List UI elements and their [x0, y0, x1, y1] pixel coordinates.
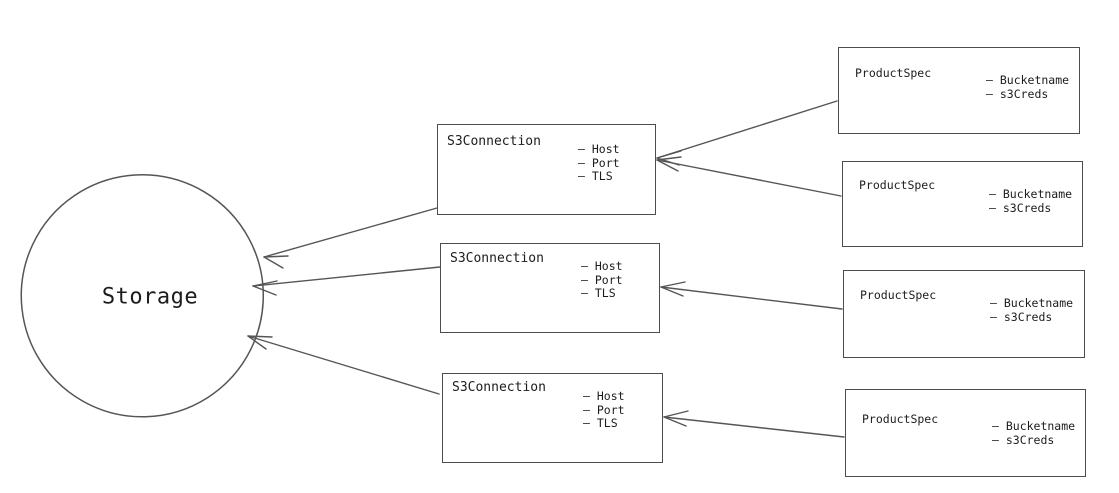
node-productspec-4-title: ProductSpec	[862, 412, 939, 426]
attribute-item: – Port	[578, 155, 620, 170]
node-productspec-3-attributes: – Bucketname – s3Creds	[990, 296, 1074, 324]
attribute-item: – s3Creds	[990, 309, 1053, 324]
edge-spec3-to-conn2	[660, 281, 843, 310]
node-s3connection-2[interactable]	[440, 243, 660, 333]
node-s3connection-2-attributes: – Host – Port – TLS	[581, 259, 623, 301]
attribute-item: – s3Creds	[986, 86, 1049, 101]
attribute-item: – Bucketname	[986, 73, 1070, 87]
node-s3connection-3[interactable]	[442, 373, 663, 463]
attribute-item: – Bucketname	[990, 296, 1074, 310]
edge-spec2-to-conn1	[656, 156, 842, 197]
attribute-item: – s3Creds	[992, 432, 1055, 447]
attribute-item: – Port	[581, 272, 623, 287]
node-s3connection-1-title: S3Connection	[447, 134, 541, 149]
node-productspec-1-attributes: – Bucketname – s3Creds	[986, 73, 1070, 101]
node-productspec-1[interactable]	[838, 47, 1080, 134]
attribute-item: – Port	[583, 402, 625, 417]
edge-spec4-to-conn3	[663, 410, 845, 438]
attribute-item: – Host	[578, 142, 620, 156]
node-productspec-4[interactable]	[845, 389, 1086, 477]
storage-label: Storage	[101, 284, 199, 310]
node-productspec-1-title: ProductSpec	[855, 66, 932, 80]
node-productspec-3[interactable]	[843, 270, 1085, 358]
node-productspec-2-attributes: – Bucketname – s3Creds	[989, 187, 1073, 215]
node-productspec-2[interactable]	[842, 161, 1083, 247]
attribute-item: – TLS	[578, 169, 613, 183]
node-s3connection-3-title: S3Connection	[452, 380, 546, 395]
attribute-item: – s3Creds	[989, 200, 1052, 215]
attribute-item: – TLS	[583, 416, 618, 430]
edge-conn1-to-storage	[263, 207, 438, 269]
edge-spec1-to-conn1	[656, 100, 838, 166]
edge-conn2-to-storage	[252, 266, 441, 296]
node-s3connection-1-attributes: – Host – Port – TLS	[578, 142, 620, 184]
attribute-item: – Bucketname	[989, 187, 1073, 201]
node-productspec-2-title: ProductSpec	[859, 178, 936, 192]
node-productspec-4-attributes: – Bucketname – s3Creds	[992, 419, 1076, 447]
node-s3connection-2-title: S3Connection	[450, 251, 544, 266]
attribute-item: – Host	[583, 389, 625, 403]
node-s3connection-3-attributes: – Host – Port – TLS	[583, 389, 625, 431]
attribute-item: – Host	[581, 259, 623, 273]
node-s3connection-1[interactable]	[437, 124, 656, 215]
attribute-item: – Bucketname	[992, 419, 1076, 433]
node-productspec-3-title: ProductSpec	[860, 288, 937, 302]
attribute-item: – TLS	[581, 286, 616, 300]
edge-conn3-to-storage	[247, 335, 440, 395]
